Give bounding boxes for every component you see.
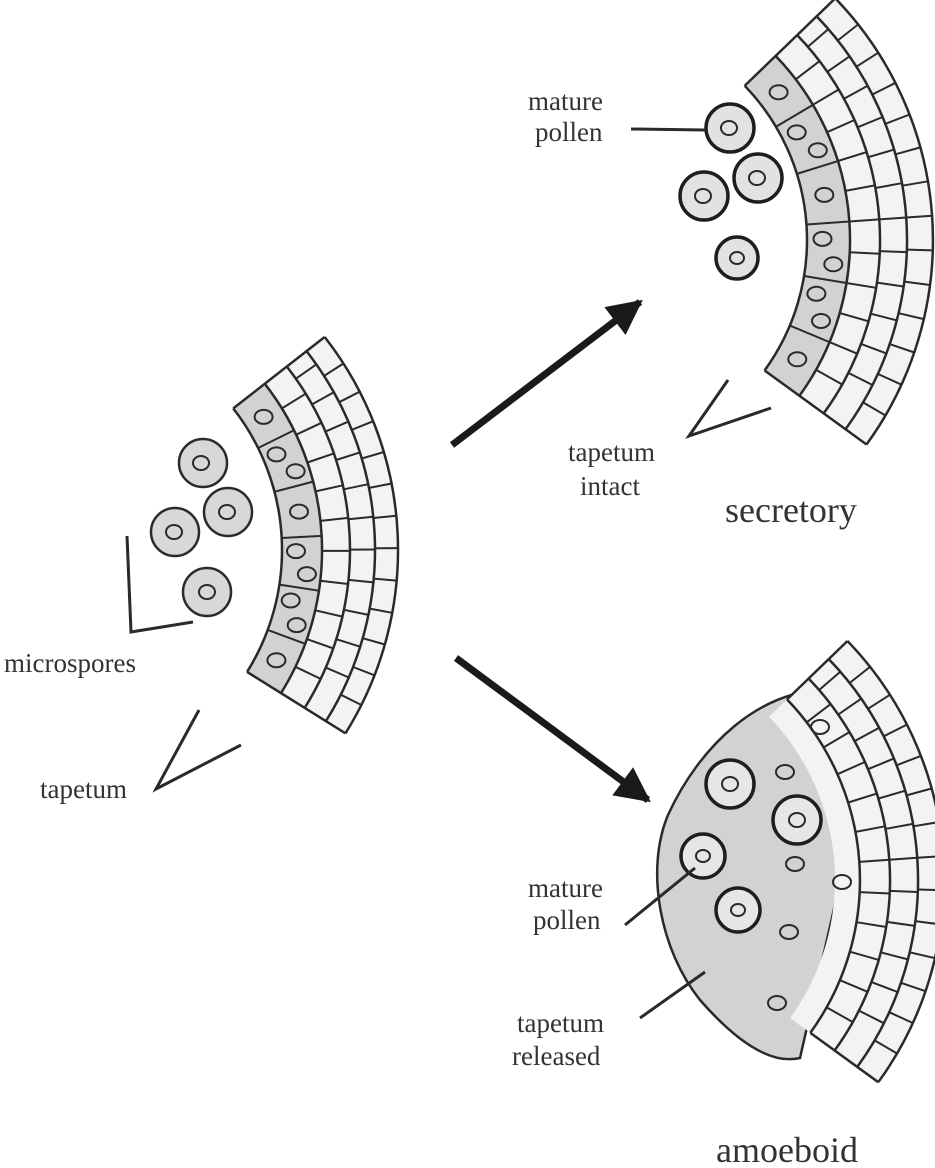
tapetum-intact-pointer xyxy=(689,380,771,436)
microspores-group xyxy=(151,439,252,616)
mature-pollen-grain xyxy=(680,172,728,220)
tapetum-intact-label-line2: intact xyxy=(580,471,640,501)
tapetum-pointer xyxy=(156,710,241,789)
tapetum-released-label-line1: tapetum xyxy=(517,1008,604,1038)
arrow-to-secretory xyxy=(452,302,640,445)
tapetum-intact-label-line1: tapetum xyxy=(568,437,655,467)
amoeboid-title: amoeboid xyxy=(716,1130,858,1168)
microspore xyxy=(179,439,227,487)
left-anther-wall xyxy=(233,337,398,733)
arrow-to-amoeboid xyxy=(456,658,648,800)
mature-pollen-grain xyxy=(681,834,725,878)
microspore xyxy=(204,488,252,536)
microspores-label: microspores xyxy=(4,648,136,678)
mature-pollen-grain xyxy=(773,796,821,844)
mature-pollen-grain xyxy=(706,104,754,152)
microspore-stage: microspores tapetum xyxy=(4,337,398,804)
mature-pollen-grain xyxy=(706,760,754,808)
secretory-title: secretory xyxy=(725,490,857,530)
mature-pollen-label-line2: pollen xyxy=(535,117,603,147)
mature-pollen-grain xyxy=(716,237,758,279)
tapetum-released-label-line2: released xyxy=(512,1041,601,1071)
mature-pollen-label-line2: pollen xyxy=(533,905,601,935)
mature-pollen-label-line1: mature xyxy=(528,86,603,116)
microspore xyxy=(183,568,231,616)
amoeboid-stage: mature pollen tapetum released amoeboid xyxy=(512,641,935,1168)
secretory-anther-wall xyxy=(745,0,933,445)
mature-pollen-grain xyxy=(734,154,782,202)
mature-pollen-grain xyxy=(716,888,760,932)
mature-pollen-label-line1: mature xyxy=(528,873,603,903)
secretory-stage: mature pollen tapetum intact secretory xyxy=(528,0,933,530)
tapetum-label: tapetum xyxy=(40,774,127,804)
microspore xyxy=(151,508,199,556)
mature-pollen-pointer xyxy=(631,129,705,130)
